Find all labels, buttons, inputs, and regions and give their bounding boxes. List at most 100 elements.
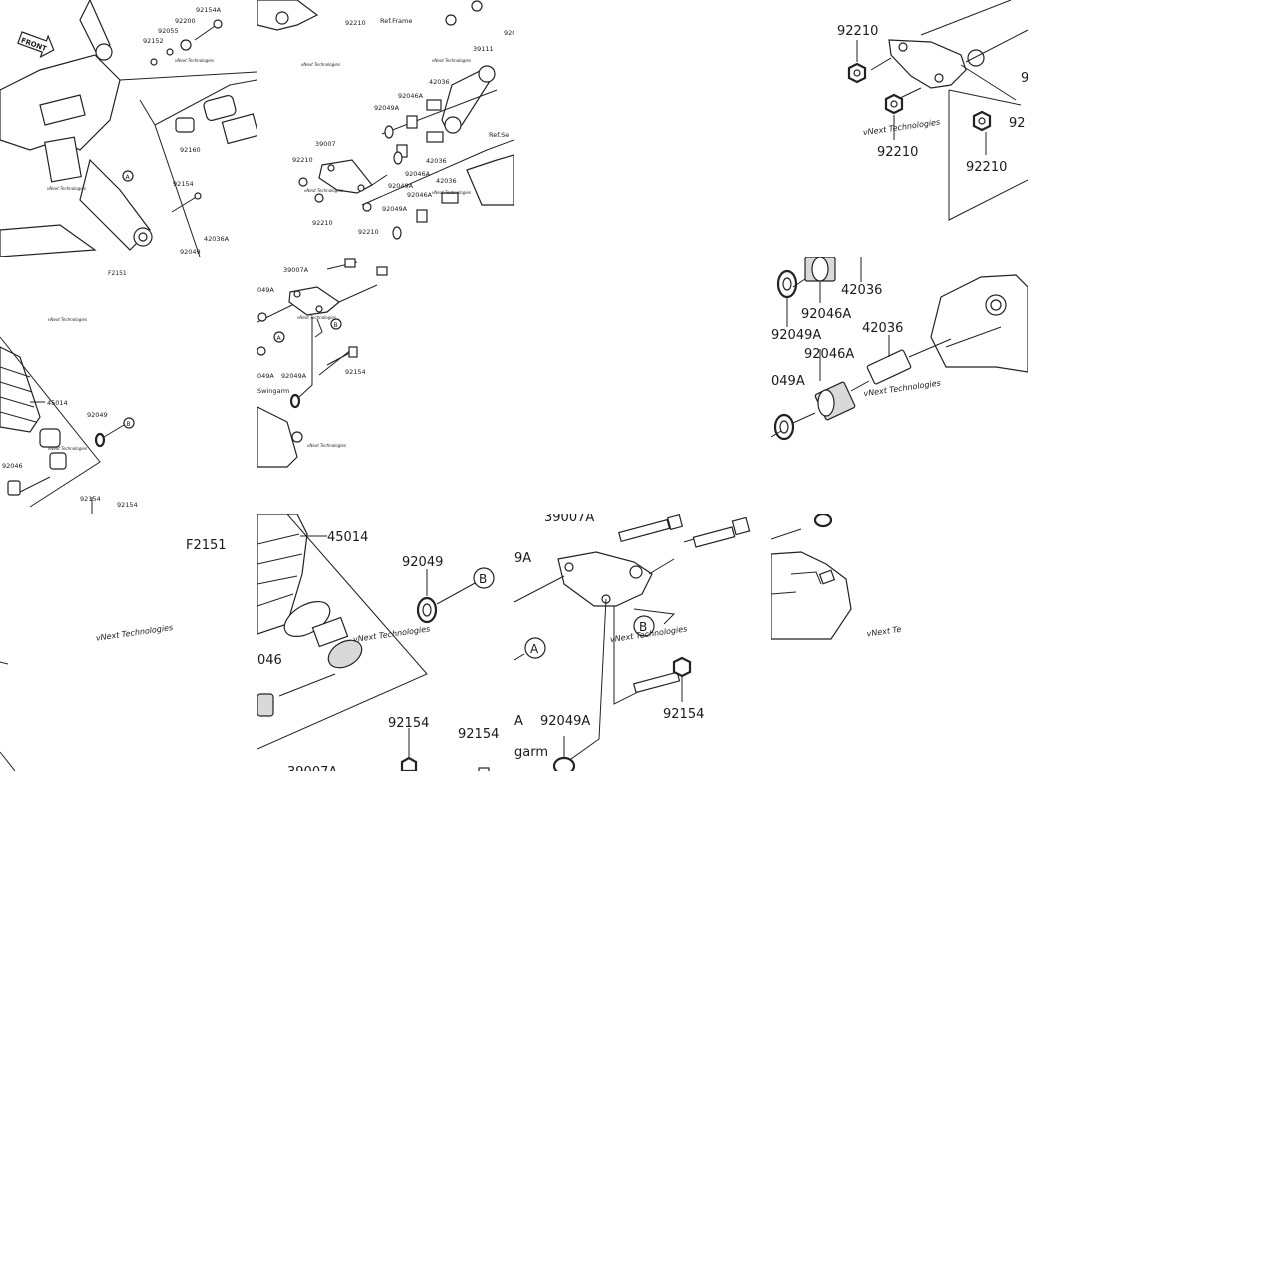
shock-top: [175, 94, 257, 145]
watermark-4a: vNext Technologies: [48, 317, 87, 322]
label-92-partial: 92: [1021, 71, 1028, 86]
watermark-1b: vNext Technologies: [47, 186, 86, 191]
label-garm: garm: [514, 745, 548, 760]
label-920-partial: 920: [504, 29, 514, 37]
label-ref-frame: Ref.Frame: [380, 17, 412, 25]
shock-overview-svg: F2151 vNext Technologies B 45014 92049 9…: [0, 270, 138, 514]
label-92055: 92055: [158, 27, 179, 35]
callout-a: [122, 170, 134, 182]
watermark-2b: vNext Technologies: [432, 58, 471, 63]
label-92154: 92154: [173, 180, 194, 188]
label-92049A-r1: 92049A: [771, 328, 821, 343]
watermark-4b: vNext Technologies: [48, 446, 87, 451]
rocker-39111: [441, 65, 496, 134]
label-92210-c: 92210: [358, 228, 379, 236]
label-92154-m: 92154: [80, 495, 101, 503]
label-42036-a: 42036: [429, 78, 450, 86]
bracket-39007A-zoom: [557, 551, 653, 607]
washer-92049-zoom: [416, 569, 478, 624]
nut-92210-a: [847, 62, 867, 84]
bracket-zoom-svg: B A 39007A 9A 92154 92049A A garm vNext …: [514, 514, 751, 771]
tile-swingarm-detail: vNext Technologies: [771, 514, 901, 642]
watermark-2c: vNext Technologies: [304, 188, 343, 193]
shock-box-zoom: [257, 514, 428, 750]
label-39007A-bracket: 39007A: [544, 514, 594, 525]
exploded-stack: [361, 89, 514, 240]
label-92154-bracket: 92154: [663, 707, 704, 722]
bushing-92046: [257, 693, 274, 717]
label-39007: 39007: [315, 140, 336, 148]
label-92160: 92160: [180, 146, 201, 154]
label-92046A-a: 92046A: [398, 92, 424, 100]
label-92152: 92152: [143, 37, 164, 45]
tile-shock-overview: F2151 vNext Technologies B 45014 92049 9…: [0, 257, 257, 514]
washer-92049A: [289, 393, 301, 409]
label-39007A-zoom: 39007A: [287, 765, 337, 771]
label-92049-zoom: 92049: [402, 555, 443, 570]
label-92-partial-b: 92: [1009, 116, 1026, 131]
label-92210-r1: 92210: [837, 24, 878, 39]
shock-spring: [257, 514, 363, 669]
label-swingarm: Swingarm: [257, 387, 289, 395]
label-92210-a: 92210: [292, 156, 313, 164]
shock-45014: [0, 346, 67, 496]
nut-92210-c: [972, 110, 992, 132]
bracket-39007: [318, 159, 373, 194]
watermark-3: vNext Technologies: [862, 118, 940, 138]
tile-frame-overview: FRONT: [0, 0, 257, 257]
label-42036A: 42036A: [204, 235, 230, 243]
tile-figure-code: F2151 vNext Technologies: [0, 514, 257, 771]
label-92200: 92200: [175, 17, 196, 25]
watermark-8: vNext Technologies: [352, 624, 430, 644]
bearings-svg: 42036 92046A 92049A 42036 92046A 049A vN…: [771, 257, 1028, 441]
watermark-10: vNext Technologies: [866, 619, 901, 639]
label-92046A-b: 92046A: [405, 170, 431, 178]
label-92210-r2: 92210: [877, 145, 918, 160]
label-39111: 39111: [473, 45, 494, 53]
label-92154-m2: 92154: [117, 501, 138, 509]
watermark-5a: vNext Technologies: [297, 315, 336, 320]
tile-link-assembly: 92210 Ref.Frame vNext Technologies vNext…: [257, 0, 514, 257]
bracket-nuts-svg: 92210 92210 92210 92 92 vNext Technologi…: [837, 0, 1028, 221]
front-arrow-icon: FRONT: [17, 31, 55, 59]
label-45014-zoom: 45014: [327, 530, 368, 545]
nut-92210-b: [884, 93, 904, 115]
callout-b-bracket: [633, 615, 655, 637]
label-45014: 45014: [47, 399, 68, 407]
label-42036-r1: 42036: [841, 283, 882, 298]
watermark-2d: vNext Technologies: [432, 190, 471, 195]
label-92154-zoom-a: 92154: [388, 716, 429, 731]
watermark-1a: vNext Technologies: [175, 58, 214, 63]
part-washer-92055: [166, 48, 174, 56]
leader-bracket: [948, 90, 1028, 221]
part-bolt-92154: [171, 192, 202, 213]
label-049A-r: 049A: [771, 374, 805, 389]
bolt-top-b: [692, 516, 751, 548]
bolt-92154-zoom: [632, 656, 692, 694]
label-049A-b: 049A: [257, 372, 274, 380]
callout-b: [123, 417, 135, 429]
label-A-partial: A: [514, 714, 523, 729]
part-washer-92200: [180, 39, 192, 51]
label-046-zoom: 046: [257, 653, 282, 668]
bracket-39007A: [288, 286, 340, 316]
watermark-7: vNext Technologies: [95, 623, 173, 643]
label-92154-zoom-b: 92154: [458, 727, 499, 742]
watermark-5b: vNext Technologies: [307, 443, 346, 448]
tile-shock-zoom: B 45014 92049 046 92154 92154 39007A vNe…: [257, 514, 514, 771]
part-nut-92152: [150, 58, 158, 66]
callout-a-label-2: A: [277, 335, 282, 342]
shock-box: [0, 336, 101, 508]
label-92049A-a: 92049A: [374, 104, 400, 112]
label-92049A-b: 92049A: [388, 182, 414, 190]
washer-92049A-zoom: [552, 756, 576, 771]
label-42036-b: 42036: [426, 157, 447, 165]
swingarm-partial: [257, 406, 298, 468]
bracket-39007A-svg: B A 39007A 049A 92154 92049A 049A Swinga…: [257, 258, 388, 468]
label-39007A: 39007A: [283, 266, 309, 274]
label-92049A-d: 92049A: [281, 372, 307, 380]
label-f2151-small: F2151: [108, 270, 127, 277]
frame-overview-svg: FRONT: [0, 0, 257, 257]
bracket-39007-large: [870, 0, 1028, 101]
